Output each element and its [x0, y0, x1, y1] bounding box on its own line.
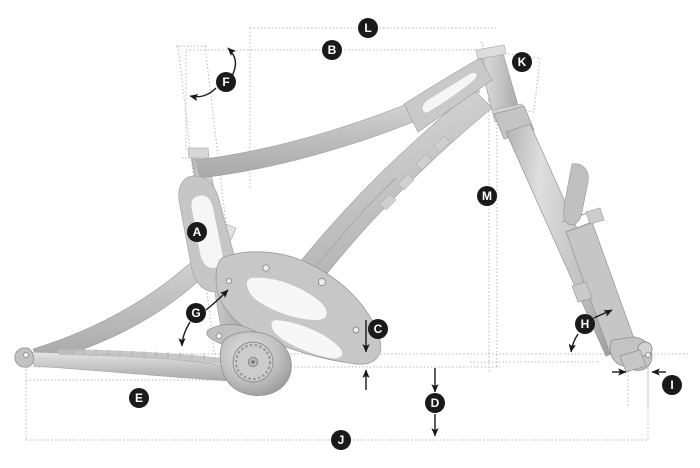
- callout-label-M[interactable]: M: [477, 186, 497, 206]
- rocker-pivot-bolts: [225, 264, 360, 334]
- front-axle-point: [645, 352, 651, 358]
- head-tube-top-cup: [475, 44, 507, 60]
- down-tube-lugs: [379, 135, 451, 211]
- rocker-window-upper: [246, 277, 327, 320]
- head-gusset-window: [422, 72, 477, 113]
- callout-label-B[interactable]: B: [322, 40, 342, 60]
- arrow-F-down: [189, 87, 217, 102]
- callout-label-G[interactable]: G: [186, 303, 206, 323]
- callout-label-D[interactable]: D: [425, 393, 445, 413]
- callout-label-C[interactable]: C: [368, 319, 388, 339]
- chainstay-ribs: [71, 349, 205, 360]
- callout-label-K[interactable]: K: [512, 52, 532, 72]
- callout-label-J[interactable]: J: [331, 430, 351, 450]
- brake-caliper-tab: [585, 207, 605, 225]
- lower-link-pivot: [215, 332, 223, 340]
- callout-label-F[interactable]: F: [216, 72, 236, 92]
- fork-axle-clamp: [619, 349, 647, 373]
- callout-label-E[interactable]: E: [129, 388, 149, 408]
- top-tube: [195, 75, 481, 179]
- chainstay-protector: [58, 349, 222, 364]
- arrow-H-down: [568, 333, 579, 353]
- bb-center-point: [251, 360, 255, 364]
- dimension-arrows: [178, 47, 666, 437]
- arrow-F-up: [227, 47, 237, 77]
- rear-dropout: [14, 347, 34, 368]
- arrow-H-up: [593, 309, 613, 319]
- brake-hose-guide: [563, 163, 589, 225]
- arrow-G-down: [178, 321, 191, 347]
- fork-lower-boss: [571, 281, 593, 303]
- callout-label-I[interactable]: I: [662, 375, 682, 395]
- rocker-window-lower: [271, 320, 343, 359]
- arrow-G-up: [205, 289, 229, 311]
- callout-label-A[interactable]: A: [187, 222, 207, 242]
- callout-label-H[interactable]: H: [575, 314, 595, 334]
- bicycle-frame: [14, 44, 653, 396]
- chainring: [234, 343, 272, 381]
- seat-tube-top-collar: [187, 147, 210, 159]
- rear-axle-point: [22, 351, 29, 358]
- callout-label-L[interactable]: L: [358, 18, 378, 38]
